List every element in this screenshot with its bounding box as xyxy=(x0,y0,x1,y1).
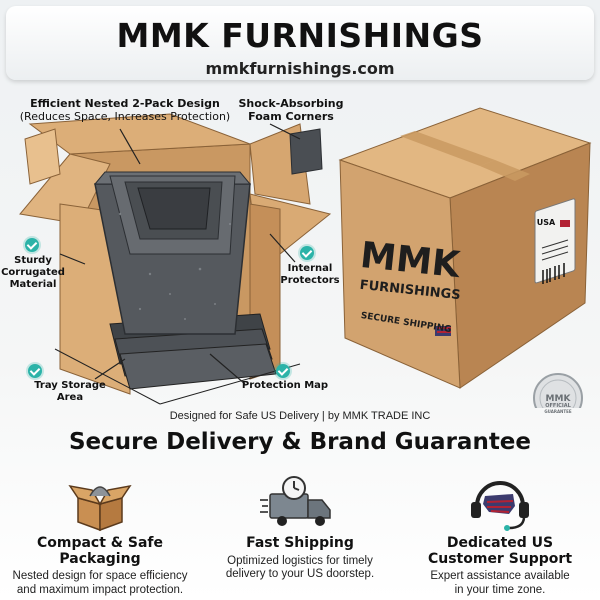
sturdy-label-line1: Sturdy xyxy=(14,255,52,266)
feature-shipping: Fast Shipping Optimized logistics for ti… xyxy=(200,472,400,582)
feature-packaging: Compact & Safe Packaging Nested design f… xyxy=(0,472,200,598)
nested-design-subtitle: (Reduces Space, Increases Protection) xyxy=(19,110,231,123)
feature-shipping-desc-1: Optimized logistics for timely xyxy=(227,554,373,567)
sturdy-label-line3: Material xyxy=(9,279,57,290)
brand-title: MMK FURNISHINGS xyxy=(116,16,484,55)
guarantee-headline: Secure Delivery & Brand Guarantee xyxy=(68,429,532,455)
seal-text-top: MMK xyxy=(545,394,571,404)
protection-map-label: Protection Map xyxy=(241,380,329,391)
box-label-country: USA xyxy=(536,218,556,227)
headset-icon xyxy=(471,481,529,531)
foam-corners-label-line2: Foam Corners xyxy=(248,110,334,123)
design-caption: Designed for Safe US Delivery | by MMK T… xyxy=(169,410,431,422)
feature-shipping-desc-2: delivery to your US doorstep. xyxy=(225,568,375,581)
feature-support: Dedicated US Customer Support Expert ass… xyxy=(400,472,600,598)
delivery-truck-icon xyxy=(260,476,331,526)
seal-text-bottom: GUARANTEE xyxy=(544,409,572,414)
title-banner: MMK FURNISHINGS mmkfurnishings.com xyxy=(6,6,594,80)
feature-shipping-title-1: Fast Shipping xyxy=(246,535,354,551)
website-url: mmkfurnishings.com xyxy=(205,59,395,78)
feature-packaging-title-1: Compact & Safe xyxy=(36,535,163,551)
feature-support-desc-2: in your time zone. xyxy=(454,584,546,597)
seal-text-mid: OFFICIAL xyxy=(545,403,571,409)
feature-packaging-desc-2: and maximum impact protection. xyxy=(16,584,184,597)
tray-check-icon xyxy=(28,364,42,378)
feature-support-desc-1: Expert assistance available xyxy=(430,570,570,583)
shipping-box xyxy=(338,107,592,408)
packaging-diagram xyxy=(19,113,332,405)
tray-label-line2: Area xyxy=(56,392,84,403)
nested-design-title: Efficient Nested 2-Pack Design xyxy=(30,97,220,110)
protection-check-icon xyxy=(276,364,290,378)
internal-check-icon xyxy=(300,246,314,260)
feature-packaging-desc-1: Nested design for space efficiency xyxy=(12,570,188,583)
internal-label-line1: Internal xyxy=(287,263,333,274)
tray-label-line1: Tray Storage xyxy=(34,380,106,391)
feature-support-title-1: Dedicated US xyxy=(446,535,554,551)
sturdy-check-icon xyxy=(25,238,39,252)
sturdy-label-line2: Corrugated xyxy=(1,267,65,278)
feature-packaging-title-2: Packaging xyxy=(59,550,141,567)
feature-support-title-2: Customer Support xyxy=(427,550,573,567)
internal-label-line2: Protectors xyxy=(280,275,340,286)
open-box-icon xyxy=(68,484,132,532)
foam-corners-label-line1: Shock-Absorbing xyxy=(238,97,344,110)
